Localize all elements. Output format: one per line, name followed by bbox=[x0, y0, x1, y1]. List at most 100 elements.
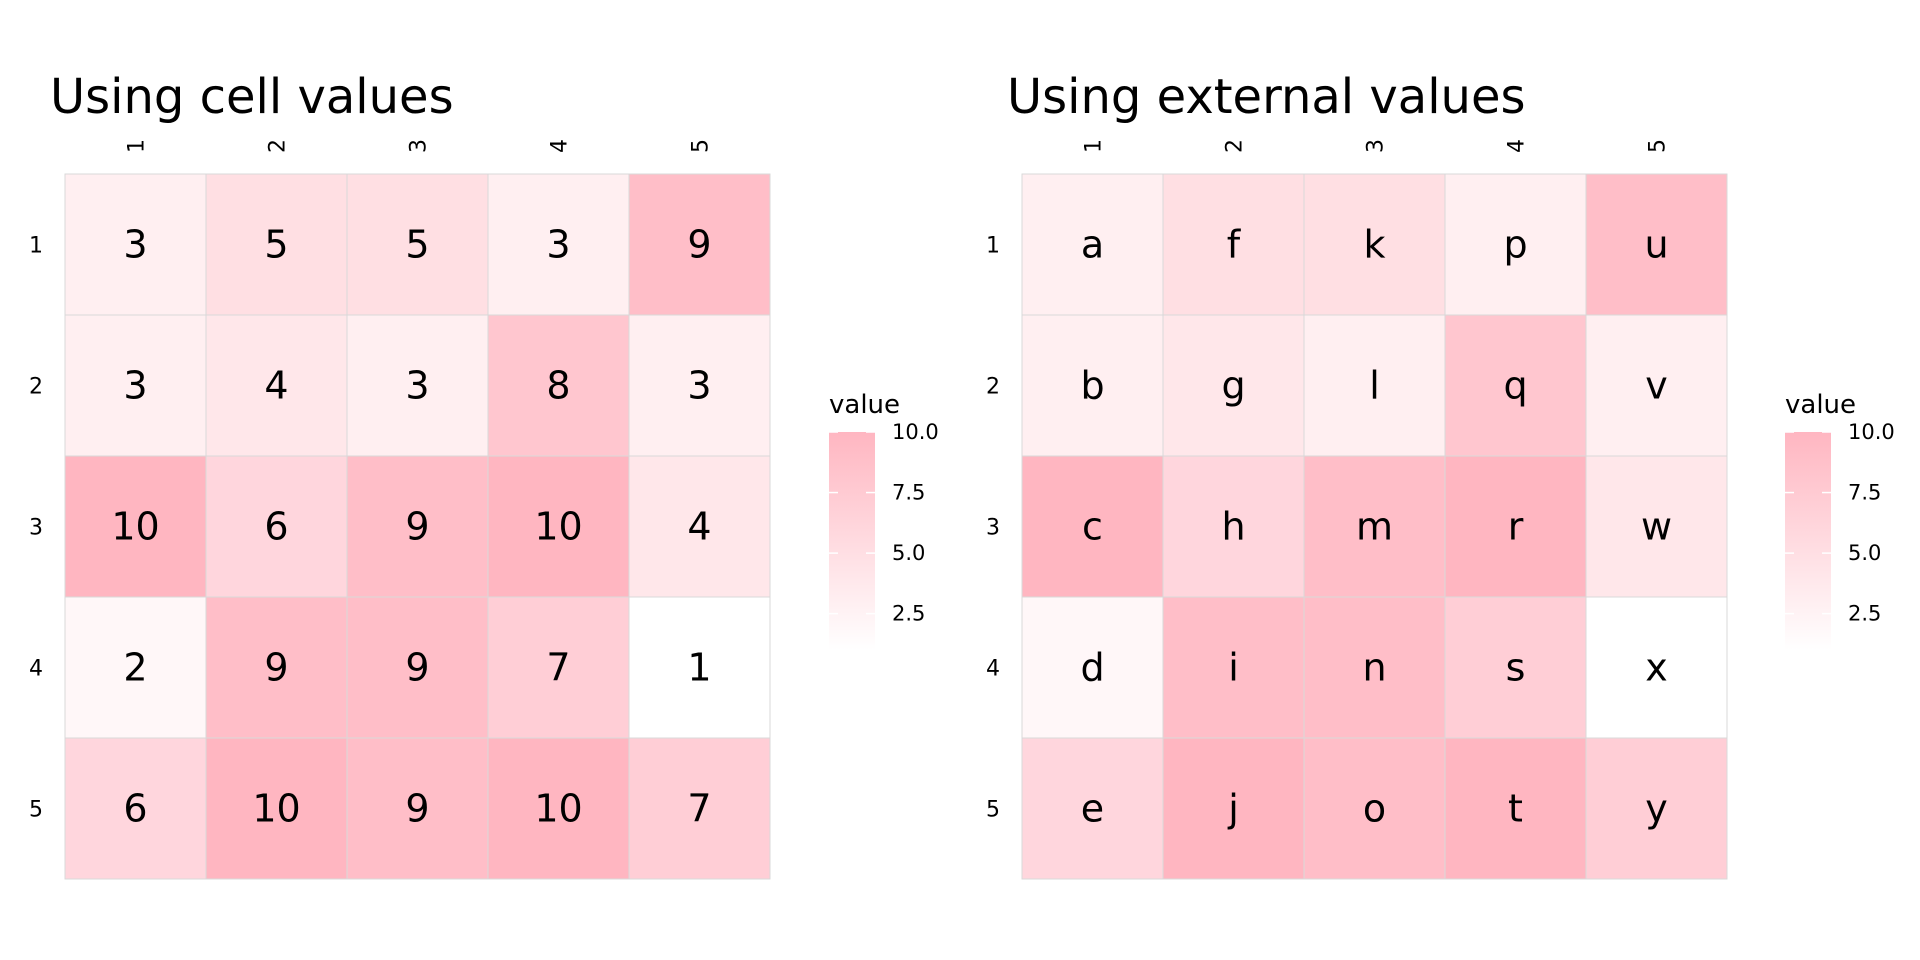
heatmap-cell bbox=[1444, 314, 1587, 457]
heatmap-cell bbox=[1585, 737, 1728, 880]
panel-title: Using external values bbox=[1007, 69, 1526, 125]
cell-label: p bbox=[1503, 223, 1527, 267]
heatmap-cell bbox=[205, 737, 348, 880]
cell-label: u bbox=[1644, 223, 1668, 267]
cell-label: 6 bbox=[264, 505, 288, 549]
legend-tick-label: 5.0 bbox=[892, 541, 925, 565]
legend-title: value bbox=[829, 390, 900, 420]
x-tick-label: 2 bbox=[1223, 139, 1248, 153]
heatmap-cell bbox=[1162, 596, 1305, 739]
cell-label: j bbox=[1227, 787, 1239, 831]
cell-label: x bbox=[1645, 646, 1668, 690]
heatmap-cell bbox=[1303, 596, 1446, 739]
heatmap-cell bbox=[628, 737, 771, 880]
heatmap-cell bbox=[1303, 314, 1446, 457]
cell-label: o bbox=[1363, 787, 1386, 831]
y-tick-label: 3 bbox=[29, 516, 43, 541]
cell-label: g bbox=[1221, 364, 1245, 408]
legend-colorbar bbox=[1785, 432, 1831, 650]
cell-label: 1 bbox=[687, 646, 711, 690]
cell-label: 3 bbox=[123, 223, 147, 267]
legend-tick-label: 10.0 bbox=[892, 420, 939, 444]
legend-tick-label: 7.5 bbox=[892, 481, 925, 505]
cell-label: 5 bbox=[405, 223, 429, 267]
cell-label: 3 bbox=[405, 364, 429, 408]
cell-label: 4 bbox=[264, 364, 288, 408]
cell-label: w bbox=[1641, 505, 1672, 549]
cell-label: 9 bbox=[405, 787, 429, 831]
x-tick-label: 2 bbox=[266, 139, 291, 153]
heatmap-cell bbox=[346, 596, 489, 739]
x-tick-label: 5 bbox=[1646, 139, 1671, 153]
heatmap-cell bbox=[1162, 737, 1305, 880]
cell-label: 10 bbox=[534, 787, 582, 831]
x-tick-label: 4 bbox=[1505, 139, 1530, 153]
legend-tick-label: 7.5 bbox=[1848, 481, 1881, 505]
y-tick-label: 2 bbox=[986, 375, 1000, 400]
y-tick-label: 4 bbox=[29, 657, 43, 682]
y-tick-label: 1 bbox=[986, 234, 1000, 259]
cell-label: 3 bbox=[687, 364, 711, 408]
heatmap-cell bbox=[628, 173, 771, 316]
cell-label: v bbox=[1645, 364, 1668, 408]
cell-label: f bbox=[1227, 223, 1242, 267]
heatmap-cell bbox=[1444, 173, 1587, 316]
heatmap-cell bbox=[64, 737, 207, 880]
heatmap-cell bbox=[1162, 314, 1305, 457]
panel-title: Using cell values bbox=[50, 69, 454, 125]
heatmap-cell bbox=[1021, 596, 1164, 739]
heatmap-cell bbox=[1162, 455, 1305, 598]
cell-label: r bbox=[1508, 505, 1524, 549]
heatmap-cell bbox=[346, 173, 489, 316]
cell-label: n bbox=[1362, 646, 1386, 690]
cell-label: 4 bbox=[687, 505, 711, 549]
cell-label: 9 bbox=[264, 646, 288, 690]
y-tick-label: 1 bbox=[29, 234, 43, 259]
heatmap-cell bbox=[346, 737, 489, 880]
cell-label: q bbox=[1503, 364, 1527, 408]
heatmap-cell bbox=[64, 173, 207, 316]
legend-tick-label: 2.5 bbox=[892, 602, 925, 626]
cell-label: 5 bbox=[264, 223, 288, 267]
cell-label: 9 bbox=[687, 223, 711, 267]
cell-label: 10 bbox=[111, 505, 159, 549]
heatmap-cell bbox=[1021, 173, 1164, 316]
x-tick-label: 5 bbox=[689, 139, 714, 153]
x-tick-label: 3 bbox=[407, 139, 432, 153]
y-tick-label: 5 bbox=[986, 798, 1000, 823]
heatmap-cell bbox=[64, 596, 207, 739]
x-tick-label: 1 bbox=[1082, 139, 1107, 153]
cell-label: d bbox=[1080, 646, 1104, 690]
cell-label: k bbox=[1363, 223, 1385, 267]
x-tick-label: 1 bbox=[125, 139, 150, 153]
heatmap-cell bbox=[487, 455, 630, 598]
heatmap-cell bbox=[1444, 596, 1587, 739]
heatmap-cell bbox=[1303, 455, 1446, 598]
cell-label: 9 bbox=[405, 505, 429, 549]
heatmap-cell bbox=[487, 173, 630, 316]
cell-label: 6 bbox=[123, 787, 147, 831]
x-tick-label: 4 bbox=[548, 139, 573, 153]
heatmap-cell bbox=[64, 314, 207, 457]
cell-label: 7 bbox=[546, 646, 570, 690]
y-tick-label: 2 bbox=[29, 375, 43, 400]
y-tick-label: 5 bbox=[29, 798, 43, 823]
heatmap-cell bbox=[628, 455, 771, 598]
heatmap-cell bbox=[1021, 737, 1164, 880]
cell-label: 2 bbox=[123, 646, 147, 690]
y-tick-label: 4 bbox=[986, 657, 1000, 682]
cell-label: 10 bbox=[252, 787, 300, 831]
y-tick-label: 3 bbox=[986, 516, 1000, 541]
cell-label: s bbox=[1506, 646, 1526, 690]
cell-label: m bbox=[1356, 505, 1393, 549]
cell-label: 8 bbox=[546, 364, 570, 408]
legend-tick-label: 2.5 bbox=[1848, 602, 1881, 626]
legend-tick-label: 10.0 bbox=[1848, 420, 1895, 444]
heatmap-cell bbox=[1444, 737, 1587, 880]
